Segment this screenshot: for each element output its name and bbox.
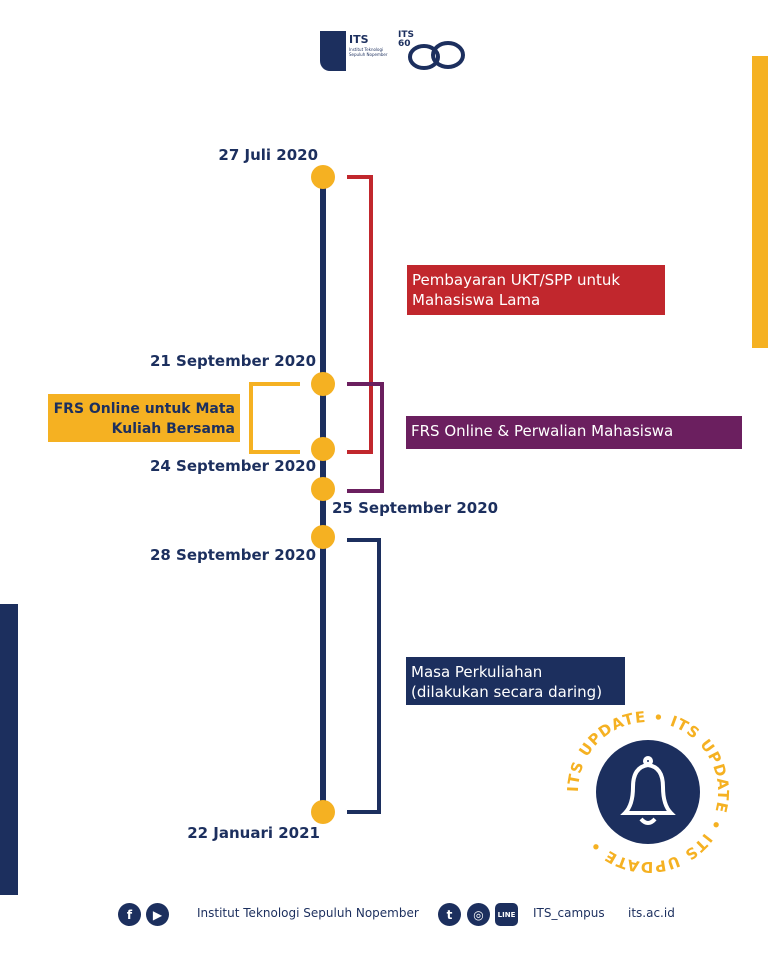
date-label: 28 September 2020 [149, 546, 316, 564]
event-frs-mkb: FRS Online untuk Mata Kuliah Bersama [48, 394, 240, 442]
side-bar-navy [0, 604, 18, 895]
its-logo-text: ITS [349, 33, 369, 46]
its-60-logo: ITS 60 [398, 31, 468, 73]
bracket-ukt [347, 175, 373, 454]
its-60-logo-text: ITS 60 [398, 30, 414, 49]
timeline-dot [311, 372, 335, 396]
timeline-dot [311, 525, 335, 549]
date-label: 25 September 2020 [332, 499, 499, 517]
twitter-icon[interactable]: t [438, 903, 461, 926]
its-logo: ITS Institut Teknologi Sepuluh Nopember [320, 31, 392, 71]
bell-icon [620, 756, 676, 825]
youtube-icon[interactable]: ▶ [146, 903, 169, 926]
footer-institution: Institut Teknologi Sepuluh Nopember [197, 906, 419, 920]
its-update-badge: ITS UPDATE • ITS UPDATE • ITS UPDATE • [564, 708, 731, 876]
timeline-dot [311, 437, 335, 461]
facebook-icon[interactable]: f [118, 903, 141, 926]
timeline-dot [311, 477, 335, 501]
footer-website[interactable]: its.ac.id [628, 906, 675, 920]
event-ukt: Pembayaran UKT/SPP untuk Mahasiswa Lama [407, 265, 665, 315]
date-label: 27 Juli 2020 [218, 146, 318, 164]
timeline-dot [311, 165, 335, 189]
instagram-icon[interactable]: ◎ [467, 903, 490, 926]
bracket-frs-mkb [249, 382, 300, 454]
timeline-dot [311, 800, 335, 824]
event-perkuliahan: Masa Perkuliahan (dilakukan secara darin… [406, 657, 625, 705]
date-label: 21 September 2020 [149, 352, 316, 370]
date-label: 24 September 2020 [149, 457, 316, 475]
side-bar-yellow [752, 56, 768, 348]
footer-handle[interactable]: ITS_campus [533, 906, 605, 920]
bracket-kuliah [347, 538, 381, 814]
bracket-frs [347, 382, 384, 493]
event-frs-perwalian: FRS Online & Perwalian Mahasiswa [406, 416, 742, 449]
line-icon[interactable]: LINE [495, 903, 518, 926]
its-logo-subtitle: Institut Teknologi Sepuluh Nopember [349, 47, 388, 57]
date-label: 22 Januari 2021 [187, 824, 320, 842]
